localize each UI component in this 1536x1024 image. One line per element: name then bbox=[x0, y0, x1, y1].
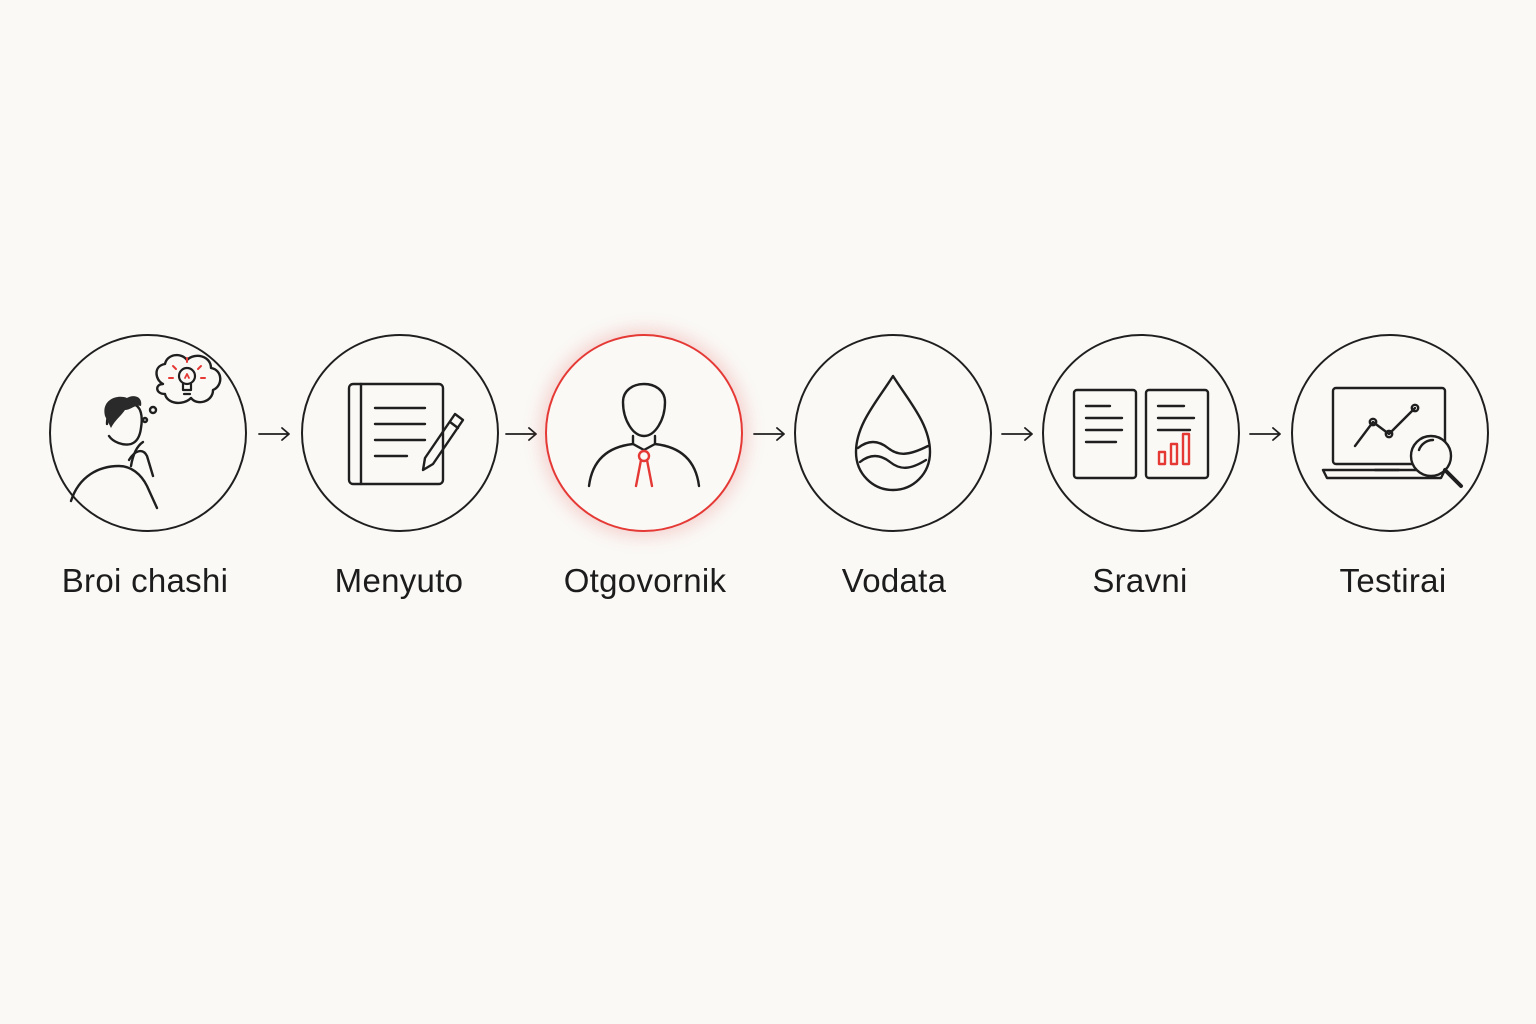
arrow-right-icon bbox=[505, 427, 537, 441]
step-4-label: Vodata bbox=[841, 562, 947, 599]
step-6-label: Testirai bbox=[1339, 562, 1447, 599]
step-3-circle bbox=[545, 334, 743, 532]
thinking-person-lightbulb-icon bbox=[69, 353, 222, 510]
water-drop-icon bbox=[854, 374, 932, 492]
step-5-label: Sravni bbox=[1092, 562, 1188, 599]
step-1-label: Broi chashi bbox=[61, 562, 229, 599]
step-4-circle bbox=[794, 334, 992, 532]
notebook-pencil-icon bbox=[347, 382, 465, 486]
laptop-chart-magnifier-icon bbox=[1321, 386, 1463, 488]
step-6-circle bbox=[1291, 334, 1489, 532]
step-5-circle bbox=[1042, 334, 1240, 532]
step-3-label: Otgovornik bbox=[563, 562, 727, 599]
step-2-circle bbox=[301, 334, 499, 532]
arrow-right-icon bbox=[1001, 427, 1033, 441]
step-2-label: Menyuto bbox=[334, 562, 464, 599]
arrow-right-icon bbox=[258, 427, 290, 441]
arrow-right-icon bbox=[1249, 427, 1281, 441]
arrow-right-icon bbox=[753, 427, 785, 441]
person-tie-icon bbox=[587, 382, 701, 488]
compare-documents-chart-icon bbox=[1072, 388, 1210, 480]
step-1-circle bbox=[49, 334, 247, 532]
